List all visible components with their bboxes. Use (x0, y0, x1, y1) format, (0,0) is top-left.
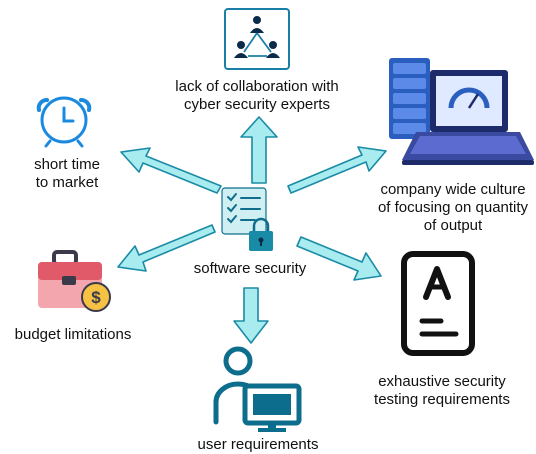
label-line: testing requirements (374, 391, 510, 408)
label-line: to market (35, 174, 99, 191)
label-testing: exhaustive security testing requirements (374, 373, 510, 409)
label-line: company wide culture (380, 181, 526, 198)
label-line: exhaustive security (378, 373, 506, 390)
briefcase-money-icon: $ (38, 250, 111, 312)
label-line: short time (34, 156, 100, 173)
svg-text:$: $ (91, 288, 101, 307)
label-line: user requirements (197, 436, 319, 453)
label-line: cyber security experts (184, 96, 330, 113)
team-network-icon (224, 8, 290, 70)
label-line: of focusing on quantity (377, 199, 529, 216)
arrow-to-time (120, 147, 222, 194)
label-budget: budget limitations (15, 326, 132, 344)
arrow-to-culture (287, 146, 387, 194)
label-user: user requirements (198, 436, 319, 454)
document-grade-icon (401, 251, 475, 356)
arrow-to-budget (117, 224, 216, 272)
checklist-lock-icon (221, 187, 273, 251)
user-computer-icon (213, 346, 302, 432)
label-center: software security (194, 260, 307, 278)
label-time: short time to market (34, 156, 100, 192)
center-label: software security (193, 260, 307, 277)
arrow-to-testing (296, 236, 382, 281)
label-line: lack of collaboration with (175, 78, 339, 95)
label-collaboration: lack of collaboration with cyber securit… (175, 78, 338, 114)
server-laptop-icon (389, 58, 534, 165)
arrow-to-collaboration (240, 116, 278, 184)
alarm-clock-icon (36, 96, 92, 148)
label-line: budget limitations (14, 326, 132, 343)
arrow-to-user (233, 287, 269, 344)
label-culture: company wide culture of focusing on quan… (378, 181, 528, 235)
label-line: of output (423, 217, 483, 234)
